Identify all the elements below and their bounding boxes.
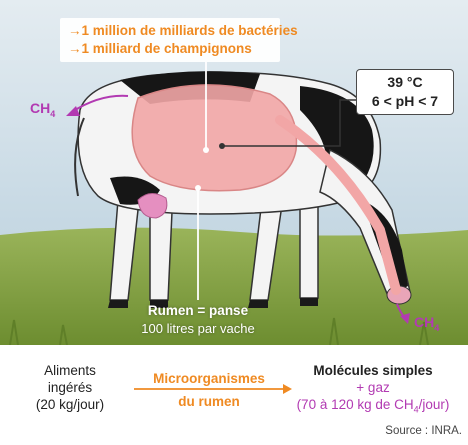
fungi-count: →1 milliard de champignons — [68, 40, 280, 58]
rumen — [132, 85, 296, 191]
source-credit: Source : INRA. — [385, 425, 462, 437]
ph-label: 6 < pH < 7 — [357, 92, 453, 111]
rumen-pointer-dot — [195, 185, 201, 191]
microorganisms-line1: Microorganismes — [134, 370, 284, 387]
ingested-line1: Aliments — [20, 362, 120, 379]
callout-pointer-dot — [203, 147, 209, 153]
products-line3: (70 à 120 kg de CH4/jour) — [282, 396, 464, 419]
conditions-pointer-dot — [219, 143, 225, 149]
methane-label-left: CH4 — [30, 100, 55, 119]
ingested-food: Aliments ingérés (20 kg/jour) — [20, 362, 120, 413]
products-line1: Molécules simples — [282, 362, 464, 379]
microorganisms-callout: →1 million de milliards de bactéries →1 … — [60, 18, 280, 62]
products-line2: + gaz — [282, 379, 464, 396]
bacteria-count: →1 million de milliards de bactéries — [68, 22, 280, 40]
microorganisms-line2: du rumen — [134, 393, 284, 410]
methane-label-right: CH4 — [414, 314, 439, 333]
rumen-volume: 100 litres par vache — [100, 320, 296, 338]
temperature-label: 39 °C — [357, 73, 453, 92]
rumen-microorganisms: Microorganismes du rumen — [134, 370, 284, 410]
ingested-line2: ingérés — [20, 379, 120, 396]
ingested-line3: (20 kg/jour) — [20, 396, 120, 413]
rumen-label: Rumen = panse 100 litres par vache — [100, 302, 296, 338]
rumen-title: Rumen = panse — [100, 302, 296, 320]
rumen-conditions-box: 39 °C 6 < pH < 7 — [356, 69, 454, 115]
products: Molécules simples + gaz (70 à 120 kg de … — [282, 362, 464, 419]
